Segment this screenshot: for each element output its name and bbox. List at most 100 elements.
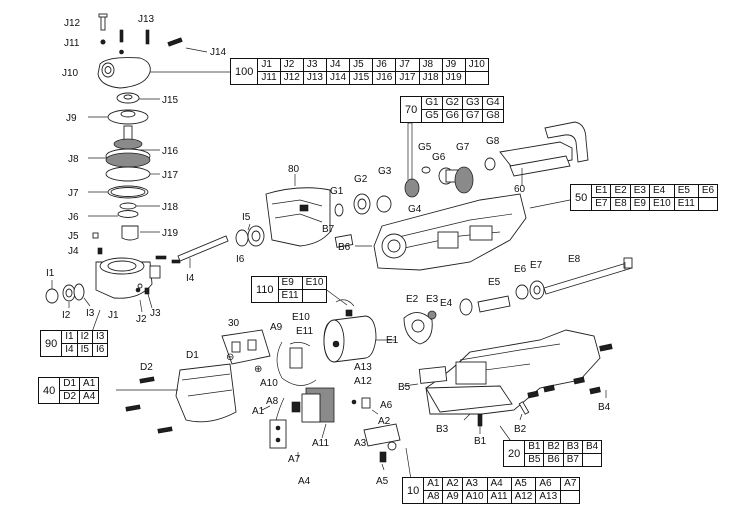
kit-cell: G1 [421, 96, 443, 110]
kit-number: 110 [251, 276, 279, 303]
kit-cell: A1 [423, 477, 444, 491]
kit-cell: A11 [486, 490, 512, 504]
callout-a1: A1 [252, 406, 265, 417]
cover-80 [265, 174, 331, 247]
kit-cell: G3 [461, 96, 484, 110]
kit-cell: J10 [464, 58, 489, 72]
kit-cell: E5 [673, 184, 699, 198]
kit-cell: A10 [461, 490, 488, 504]
kit-cell: A2 [442, 477, 463, 491]
battery-d1 [125, 363, 237, 434]
kit-cell: J19 [441, 71, 466, 85]
callout-b4: B4 [598, 402, 611, 413]
callout-j14: J14 [210, 47, 227, 58]
kit-cell: E9 [629, 197, 650, 211]
kit-number: 70 [399, 96, 423, 123]
kit-cell [560, 490, 581, 504]
kit-cell: A1 [79, 377, 100, 391]
callout-i2: I2 [62, 310, 71, 321]
kit-cell [581, 453, 603, 467]
kit-cell: G2 [441, 96, 463, 110]
kit-cell: A3 [461, 477, 488, 491]
callout-e6: E6 [514, 264, 527, 275]
kit-cell: B5 [524, 453, 545, 467]
callout-j4: J4 [68, 246, 79, 257]
callout-j12: J12 [64, 18, 81, 29]
kit-cell [301, 289, 328, 303]
kit-cell: E8 [610, 197, 631, 211]
kit-cell [697, 197, 719, 211]
kit-cell: B1 [524, 440, 545, 454]
kit-number: 100 [229, 58, 259, 85]
kit-cell: A8 [423, 490, 444, 504]
callout-i4: I4 [186, 273, 195, 284]
kit-cell: B6 [543, 453, 564, 467]
callout-b3: B3 [436, 424, 449, 435]
callout-a4: A4 [298, 476, 311, 487]
callout-j2: J2 [136, 314, 147, 325]
kit-cell: A5 [510, 477, 537, 491]
kit-cell: J1 [257, 58, 281, 72]
callout-e10: E10 [292, 312, 310, 323]
callout-e8: E8 [568, 254, 581, 265]
kit-cell [464, 71, 489, 85]
kit-cell: J9 [441, 58, 466, 72]
kit-cell: J17 [395, 71, 420, 85]
kit-cell: E10 [648, 197, 675, 211]
kit-cell: I2 [76, 330, 93, 344]
kit-cell: E10 [301, 276, 328, 290]
kit-number: 10 [401, 477, 425, 504]
kit-cell: E2 [610, 184, 631, 198]
callout-e5: E5 [488, 277, 501, 288]
callout-j17: J17 [162, 170, 179, 181]
callout-e3: E3 [426, 294, 439, 305]
e-group-parts [323, 257, 633, 363]
kit-cell: J6 [372, 58, 397, 72]
callout-j6: J6 [68, 212, 79, 223]
callout-g3: G3 [378, 166, 392, 177]
gearhead-assembly [88, 13, 230, 313]
kit-cell: I3 [91, 330, 109, 344]
g-group-parts [334, 123, 496, 217]
callout-j8: J8 [68, 154, 79, 165]
kit-cell: B2 [543, 440, 564, 454]
i-group-parts [45, 223, 265, 308]
callout-b5: B5 [398, 382, 411, 393]
kit-cell: G4 [482, 96, 504, 110]
kit-cell: I4 [61, 343, 78, 357]
kit-cell: I1 [61, 330, 78, 344]
kit-cell: J2 [279, 58, 304, 72]
callout-a13: A13 [354, 362, 372, 373]
callout-j10: J10 [62, 68, 79, 79]
callout-j5: J5 [68, 231, 79, 242]
callout-d1: D1 [186, 350, 199, 361]
kit-cell: B7 [562, 453, 583, 467]
callout-i1: I1 [46, 268, 55, 279]
kit-cell: E3 [629, 184, 650, 198]
callout-i5: I5 [242, 212, 251, 223]
callout-a11: A11 [312, 438, 329, 449]
kit-cell: J7 [395, 58, 420, 72]
kit-cell: E11 [673, 197, 699, 211]
callout-b7: B7 [322, 224, 335, 235]
kit-cell: E1 [591, 184, 612, 198]
kit-cell: A7 [560, 477, 581, 491]
callout-j3: J3 [150, 308, 161, 319]
kit-cell: G6 [441, 109, 463, 123]
kit-cell: B4 [581, 440, 603, 454]
callout-j11: J11 [64, 38, 80, 49]
callout-80: 80 [288, 164, 300, 175]
callout-i3: I3 [86, 308, 95, 319]
callout-a6: A6 [380, 400, 393, 411]
callout-j7: J7 [68, 188, 79, 199]
callout-e4: E4 [440, 298, 453, 309]
callout-labels: J12 J13 J11 J14 J10 J15 J9 J16 J8 J17 J7… [46, 14, 611, 487]
callout-b6: B6 [338, 242, 351, 253]
callout-j13: J13 [138, 14, 155, 25]
kit-cell: E7 [591, 197, 612, 211]
housing-b6 [334, 193, 527, 271]
callout-60: 60 [514, 184, 526, 195]
kit-cell: D2 [59, 390, 81, 404]
kit-table-70: 70 G1 G2 G3 G4 G5 G6 G7 G8 [399, 96, 504, 123]
kit-cell: G7 [461, 109, 484, 123]
